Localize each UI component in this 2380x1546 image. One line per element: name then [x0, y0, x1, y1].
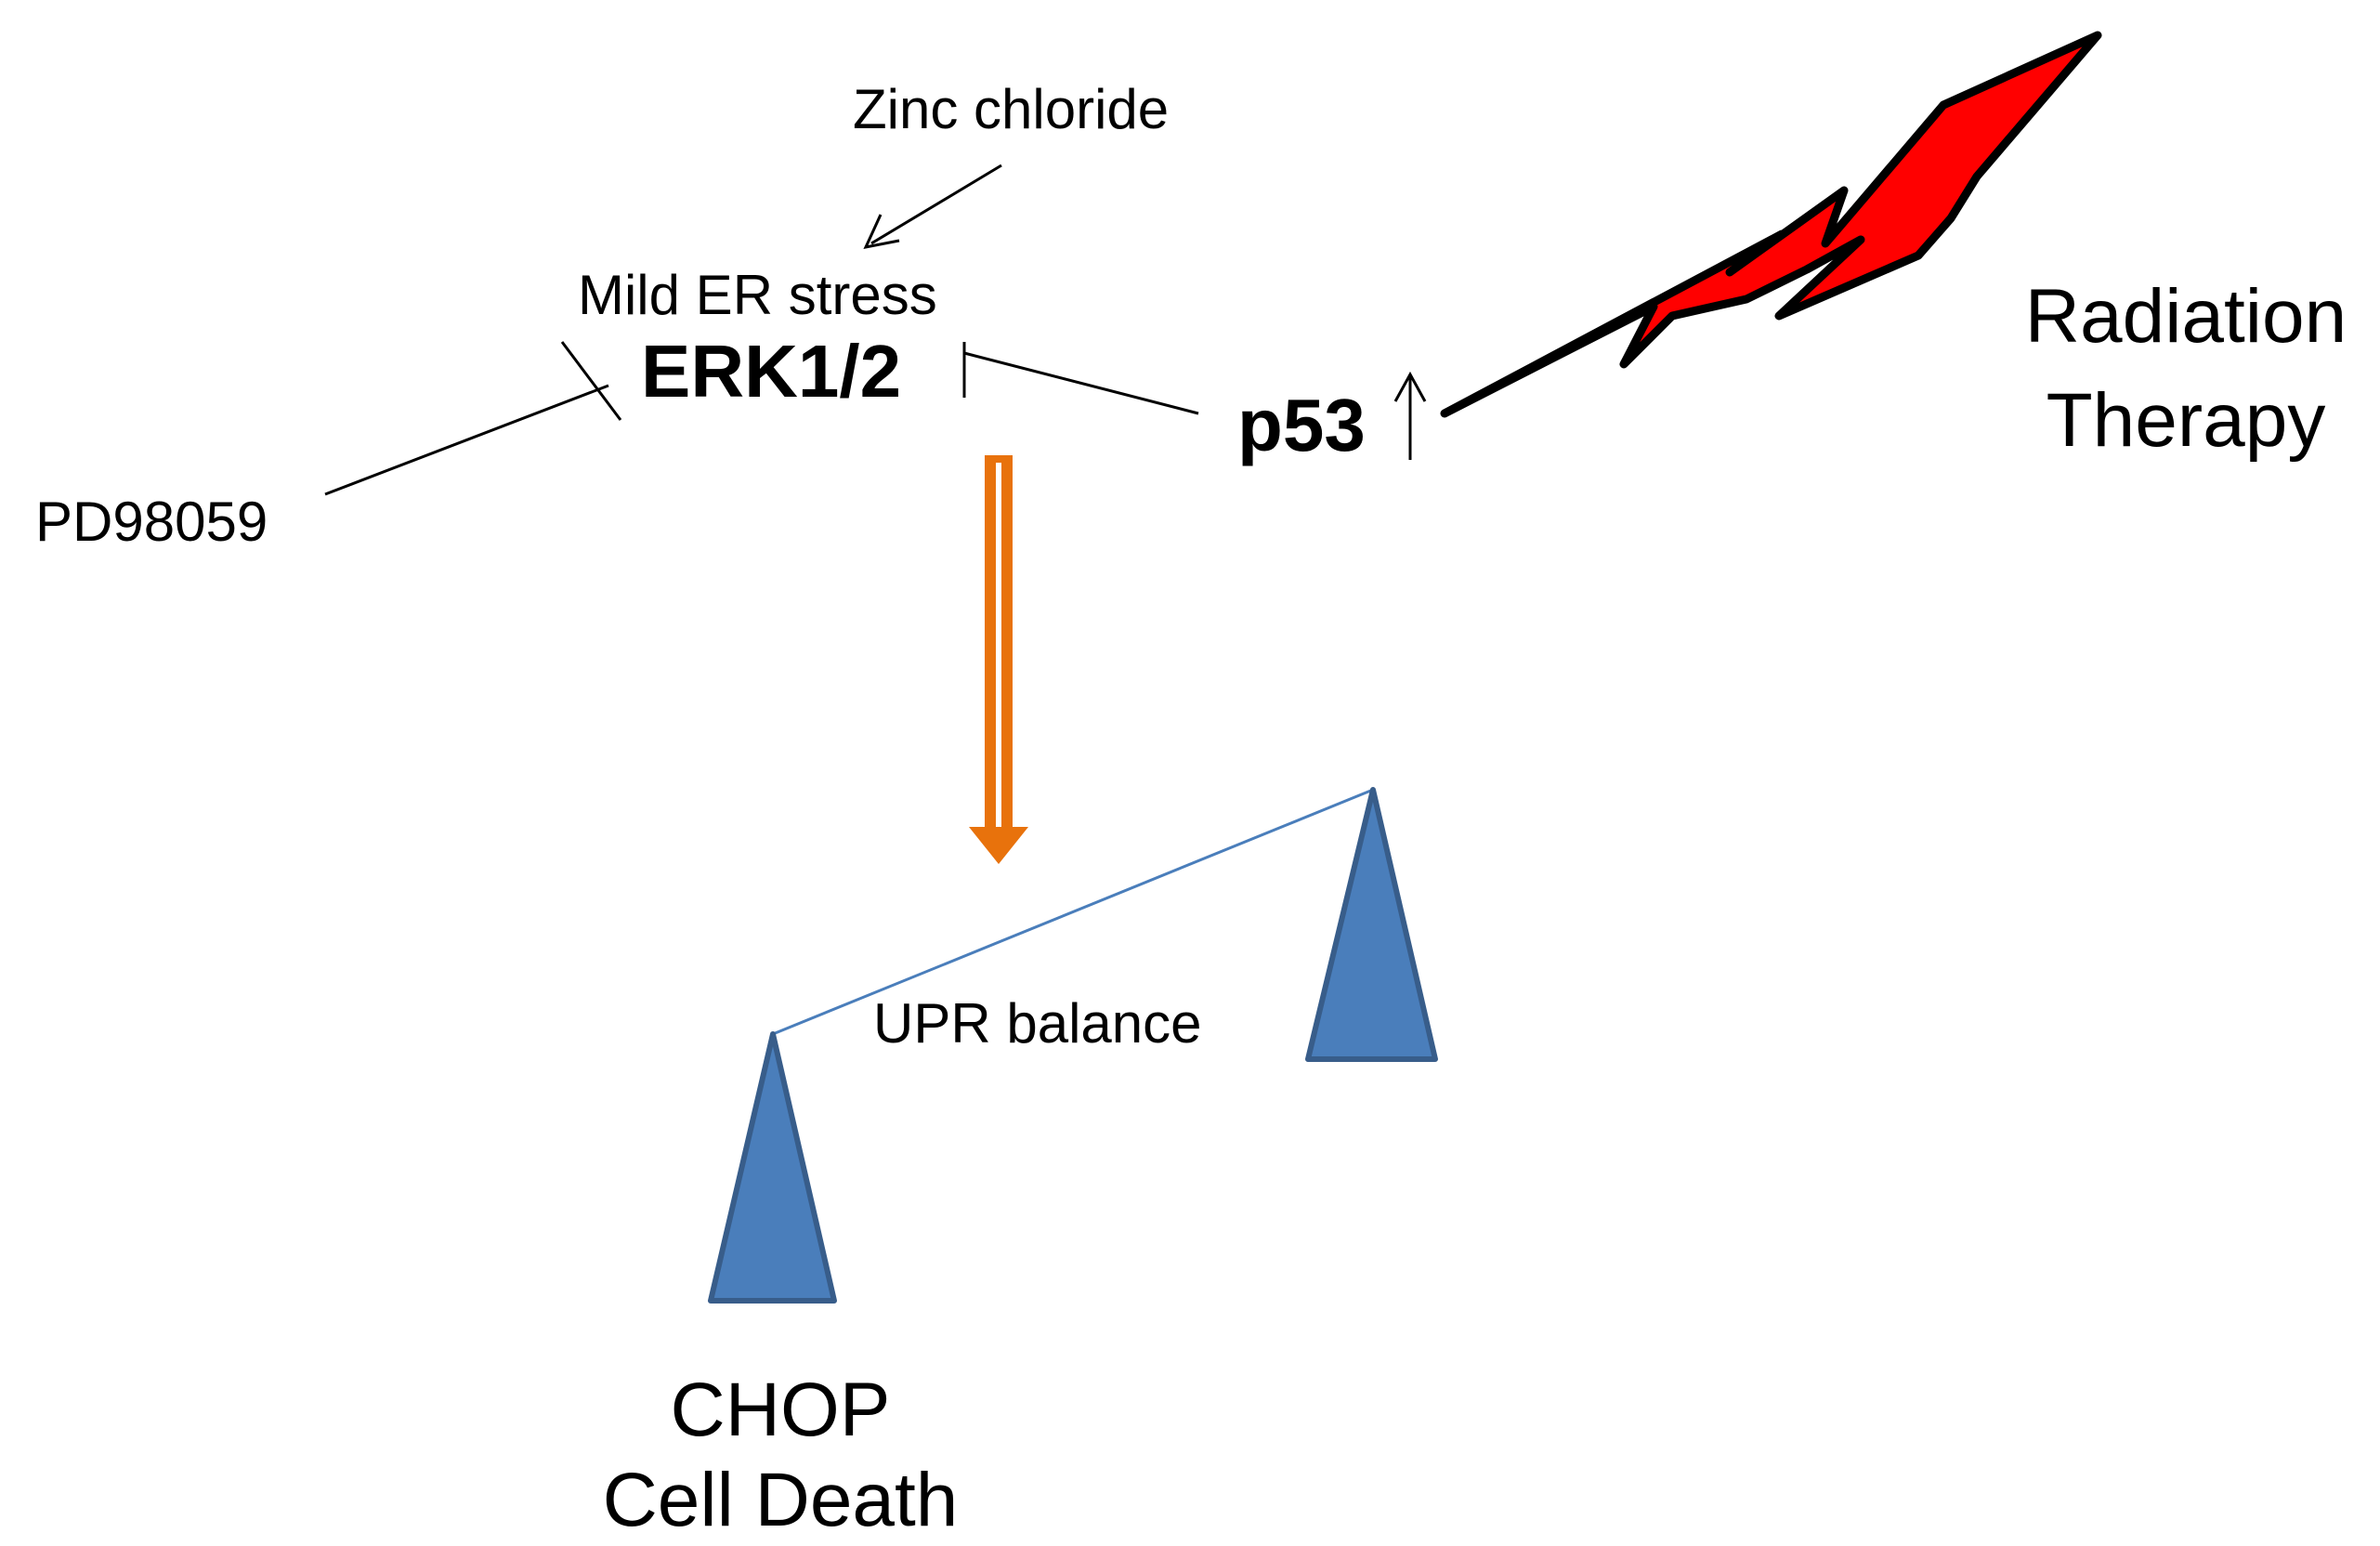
chop-line-2: Cell Death [602, 1457, 959, 1542]
upr-balance-label: UPR balance [873, 992, 1202, 1055]
radiation-line-2: Therapy [2046, 377, 2326, 463]
erk-label: ERK1/2 [641, 330, 902, 413]
zinc-activation-arrow [863, 164, 1002, 250]
p53-inhibition-line [962, 342, 1199, 415]
orange-down-arrow-icon [969, 455, 1028, 864]
chop-line-1: CHOP [670, 1368, 891, 1452]
p53-label: p53 [1237, 384, 1366, 466]
mild-er-stress-label: Mild ER stress [578, 264, 937, 326]
pd98059-inhibition-line [324, 341, 622, 496]
zinc-chloride-label: Zinc chloride [853, 78, 1170, 140]
up-arrow-icon [1393, 371, 1427, 460]
balance-beam [772, 788, 1374, 1036]
chop-cell-death-label: CHOP Cell Death [548, 1366, 1013, 1546]
upr-right-triangle [1305, 787, 1438, 1062]
radiation-line-1: Radiation [2024, 274, 2347, 359]
pd98059-label: PD98059 [35, 491, 268, 553]
radiation-therapy-label: Radiation Therapy [2005, 265, 2367, 472]
chop-triangle [708, 1031, 837, 1304]
lightning-bolt-icon [1440, 31, 2102, 418]
